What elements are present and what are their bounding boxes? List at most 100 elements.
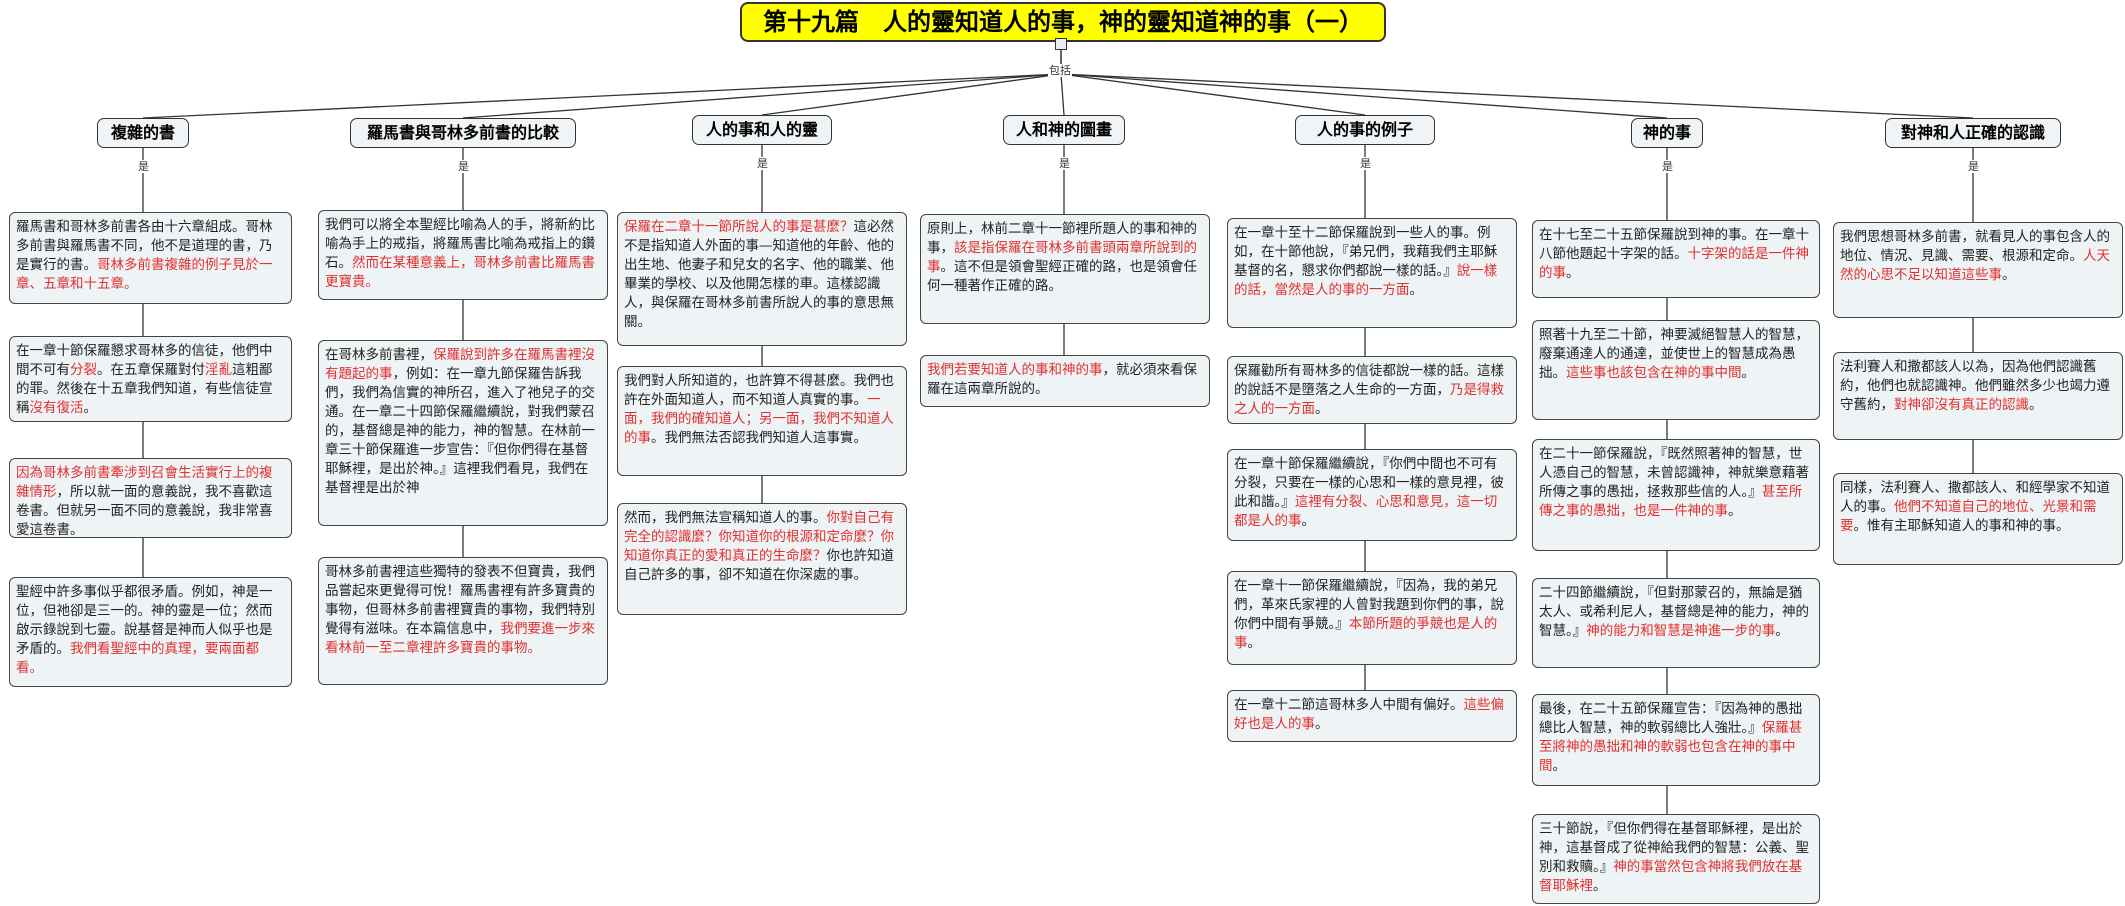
content-box: 二十四節繼續說，『但對那蒙召的，無論是猶太人、或希利尼人，基督總是神的能力，神的…	[1532, 578, 1820, 668]
body-text: 三十節說，『但你們得在基督耶穌裡，是出於神，這基督成了從神給我們的智慧：公義、聖…	[1539, 821, 1809, 875]
highlight-text: 這些偏好也是人的事	[1234, 697, 1504, 732]
content-box: 照著十九至二十節，神要滅絕智慧人的智慧，廢棄通達人的通達，並使世上的智慧成為愚拙…	[1532, 320, 1820, 420]
body-text: 。	[1775, 623, 1789, 639]
highlight-text: 淫亂	[205, 362, 232, 378]
body-text: 。	[2002, 267, 2016, 283]
highlight-text: 然而在某種意義上，哥林多前書比羅馬書更寶貴。	[325, 255, 595, 290]
highlight-text: 我們看聖經中的真理，要兩面都看。	[16, 641, 259, 676]
body-text: 我們思想哥林多前書，就看見人的事包含人的地位、情況、見識、需要、根源和定命。	[1840, 229, 2110, 264]
body-text: 然而，我們無法宣稱知道人的事。	[624, 510, 827, 526]
body-text: 在一章十二節這哥林多人中間有偏好。	[1234, 697, 1464, 713]
highlight-text: 神的事當然包含神將我們放在基督耶穌裡	[1539, 859, 1803, 894]
topic-header[interactable]: 羅馬書與哥林多前書的比較	[350, 118, 576, 148]
body-text: 。	[1593, 878, 1607, 894]
collapse-icon[interactable]	[1055, 38, 1067, 50]
root-to-header-line	[462, 73, 1062, 119]
content-box: 在哥林多前書裡，保羅說到許多在羅馬書裡沒有題起的事，例如：在一章九節保羅告訴我們…	[318, 340, 608, 526]
body-text: 羅馬書和哥林多前書各由十六章組成。哥林多前書與羅馬書不同，他不是道理的書，乃是實…	[16, 219, 273, 273]
body-text: 。	[1566, 265, 1580, 281]
body-text: 。	[1552, 758, 1567, 774]
body-text: 二十四節繼續說，『但對那蒙召的，無論是猶太人、或希利尼人，基督總是神的能力，神的…	[1539, 585, 1809, 639]
body-text: 。	[1301, 513, 1316, 529]
content-box: 三十節說，『但你們得在基督耶穌裡，是出於神，這基督成了從神給我們的智慧：公義、聖…	[1532, 814, 1820, 904]
body-text: 我們對人所知道的，也許算不得甚麼。我們也許在外面知道人，而不知道人真實的事。	[624, 373, 894, 408]
highlight-text: 乃是得救之人的一方面	[1234, 382, 1504, 417]
body-text: 保羅勸所有哥林多的信徒都說一樣的話。這樣的說話不是墮落之人生命的一方面，	[1234, 363, 1504, 398]
topic-header[interactable]: 神的事	[1631, 118, 1703, 148]
is-caption: 是	[1661, 160, 1674, 173]
content-box: 然而，我們無法宣稱知道人的事。你對自己有完全的認識麼？你知道你的根源和定命麼？你…	[617, 503, 907, 615]
highlight-text: 說一樣的話，當然是人的事的一方面	[1234, 263, 1498, 298]
body-text: 你也許知道自己許多的事，卻不知道在你深處的事。	[624, 548, 894, 583]
content-box: 因為哥林多前書牽涉到召會生活實行上的複雜情形，所以就一面的意義說，我不喜歡這卷書…	[9, 458, 292, 538]
highlight-text: 保羅在二章十一節所說人的事是甚麼？	[624, 219, 854, 235]
body-text: 。	[1315, 716, 1329, 732]
highlight-text: 本節所題的爭競也是人的事	[1234, 616, 1498, 651]
body-text: 。	[1728, 503, 1742, 519]
highlight-text: 我們要進一步來看林前一至二章裡許多寶貴的事物。	[325, 621, 595, 656]
body-text: 。	[1247, 635, 1262, 651]
body-text: 這粗鄙的罪。然後在十五章我們知道，有些信徒宣稱	[16, 362, 273, 416]
body-text: 聖經中許多事似乎都很矛盾。例如，神是一位，但祂卻是三一的。神的靈是一位；然而啟示…	[16, 584, 273, 657]
topic-header[interactable]: 人的事和人的靈	[692, 115, 832, 145]
topic-header[interactable]: 複雜的書	[97, 118, 189, 148]
highlight-text: 你對自己有完全的認識麼？你知道你的根源和定命麼？你知道你真正的愛和真正的生命麼？	[624, 510, 894, 564]
content-box: 羅馬書和哥林多前書各由十六章組成。哥林多前書與羅馬書不同，他不是道理的書，乃是實…	[9, 212, 292, 304]
body-text: 原則上，林前二章十一節裡所題人的事和神的事，	[927, 221, 1197, 256]
highlight-text: 神的能力和智慧是神進一步的事	[1586, 623, 1776, 639]
body-text: 哥林多前書裡這些獨特的發表不但寶貴，我們品嘗起來更覺得可悅！羅馬書裡有許多寶貴的…	[325, 564, 595, 637]
body-text: ，就必須來看保羅在這兩章所說的。	[927, 362, 1197, 397]
is-caption: 是	[1359, 157, 1372, 170]
highlight-text: 一面，我們的確知道人；另一面，我們不知道人的事	[624, 392, 894, 446]
highlight-text: 我們若要知道人的事和神的事	[927, 362, 1103, 378]
root-to-header-line	[1060, 73, 1366, 116]
is-caption: 是	[756, 157, 769, 170]
body-text: 。	[2029, 397, 2043, 413]
is-caption: 是	[137, 160, 150, 173]
body-text: 在二十一節保羅說，『既然照著神的智慧，世人憑自己的智慧，未曾認識神，神就樂意藉著…	[1539, 446, 1809, 500]
body-text: ，所以就一面的意義說，我不喜歡這卷書。但就另一面不同的意義說，我非常喜愛這卷書。	[16, 484, 273, 538]
content-box: 我們若要知道人的事和神的事，就必須來看保羅在這兩章所說的。	[920, 355, 1210, 407]
highlight-text: 這些事也該包含在神的事中間	[1566, 365, 1742, 381]
is-caption: 是	[1967, 160, 1980, 173]
root-to-header-line	[761, 73, 1062, 116]
body-text: 這必然不是指知道人外面的事—知道他的年齡、他的出生地、他妻子和兒女的名字、他的職…	[624, 219, 894, 330]
body-text: 。	[1741, 365, 1756, 381]
body-text: 在一章十一節保羅繼續說，『因為，我的弟兄們，革來氏家裡的人曾對我題到你們的事，說…	[1234, 578, 1504, 632]
body-text: 。這不但是領會聖經正確的路，也是領會任何一種著作正確的路。	[927, 259, 1197, 294]
content-box: 我們對人所知道的，也許算不得甚麼。我們也許在外面知道人，而不知道人真實的事。一面…	[617, 366, 907, 476]
body-text: 。惟有主耶穌知道人的事和神的事。	[1853, 518, 2070, 534]
include-caption: 包括	[1048, 64, 1072, 77]
content-box: 在一章十二節這哥林多人中間有偏好。這些偏好也是人的事。	[1227, 690, 1517, 742]
topic-header[interactable]: 人的事的例子	[1295, 115, 1435, 145]
content-box: 原則上，林前二章十一節裡所題人的事和神的事，該是指保羅在哥林多前書頭兩章所說到的…	[920, 214, 1210, 324]
highlight-text: 對神卻沒有真正的認識	[1894, 397, 2029, 413]
highlight-text: 甚至所傳之事的愚拙，也是一件神的事	[1539, 484, 1803, 519]
content-box: 我們思想哥林多前書，就看見人的事包含人的地位、情況、見識、需要、根源和定命。人天…	[1833, 222, 2123, 318]
content-box: 同樣，法利賽人、撒都該人、和經學家不知道人的事。他們不知道自己的地位、光景和需要…	[1833, 473, 2123, 565]
content-box: 在一章十節保羅繼續說，『你們中間也不可有分裂，只要在一樣的心思和一樣的意見裡，彼…	[1227, 449, 1517, 541]
content-box: 聖經中許多事似乎都很矛盾。例如，神是一位，但祂卻是三一的。神的靈是一位；然而啟示…	[9, 577, 292, 687]
content-box: 在一章十一節保羅繼續說，『因為，我的弟兄們，革來氏家裡的人曾對我題到你們的事，說…	[1227, 571, 1517, 665]
content-box: 最後，在二十五節保羅宣告：『因為神的愚拙總比人智慧，神的軟弱總比人強壯。』保羅甚…	[1532, 694, 1820, 786]
content-box: 法利賽人和撒都該人以為，因為他們認識舊約，他們也就認識神。他們雖然多少也竭力遵守…	[1833, 352, 2123, 440]
highlight-text: 分裂	[70, 362, 97, 378]
is-caption: 是	[1058, 157, 1071, 170]
content-box: 在十七至二十五節保羅說到神的事。在一章十八節他題起十字架的話。十字架的話是一件神…	[1532, 220, 1820, 298]
content-box: 我們可以將全本聖經比喻為人的手，將新約比喻為手上的戒指，將羅馬書比喻為戒指上的鑽…	[318, 210, 608, 300]
highlight-text: 該是指保羅在哥林多前書頭兩章所說到的事	[927, 240, 1197, 275]
highlight-text: 保羅甚至將神的愚拙和神的軟弱也包含在神的事中間	[1539, 720, 1803, 774]
highlight-text: 他們不知道自己的地位、光景和需要	[1840, 499, 2097, 534]
topic-header[interactable]: 對神和人正確的認識	[1885, 118, 2061, 148]
content-box: 哥林多前書裡這些獨特的發表不但寶貴，我們品嘗起來更覺得可悅！羅馬書裡有許多寶貴的…	[318, 557, 608, 685]
highlight-text: 沒有復活	[29, 400, 84, 416]
body-text: 。	[1315, 401, 1329, 417]
content-box: 保羅勸所有哥林多的信徒都說一樣的話。這樣的說話不是墮落之人生命的一方面，乃是得救…	[1227, 356, 1517, 424]
highlight-text: 這裡有分裂、心思和意見，這一切都是人的事	[1234, 494, 1498, 529]
body-text: 在十七至二十五節保羅說到神的事。在一章十八節他題起十字架的話。	[1539, 227, 1809, 262]
highlight-text: 因為哥林多前書牽涉到召會生活實行上的複雜情形	[16, 465, 273, 500]
body-text: 我們可以將全本聖經比喻為人的手，將新約比喻為手上的戒指，將羅馬書比喻為戒指上的鑽…	[325, 217, 595, 271]
topic-header[interactable]: 人和神的圖畫	[1003, 115, 1125, 145]
highlight-text: 十字架的話是一件神的事	[1539, 246, 1809, 281]
